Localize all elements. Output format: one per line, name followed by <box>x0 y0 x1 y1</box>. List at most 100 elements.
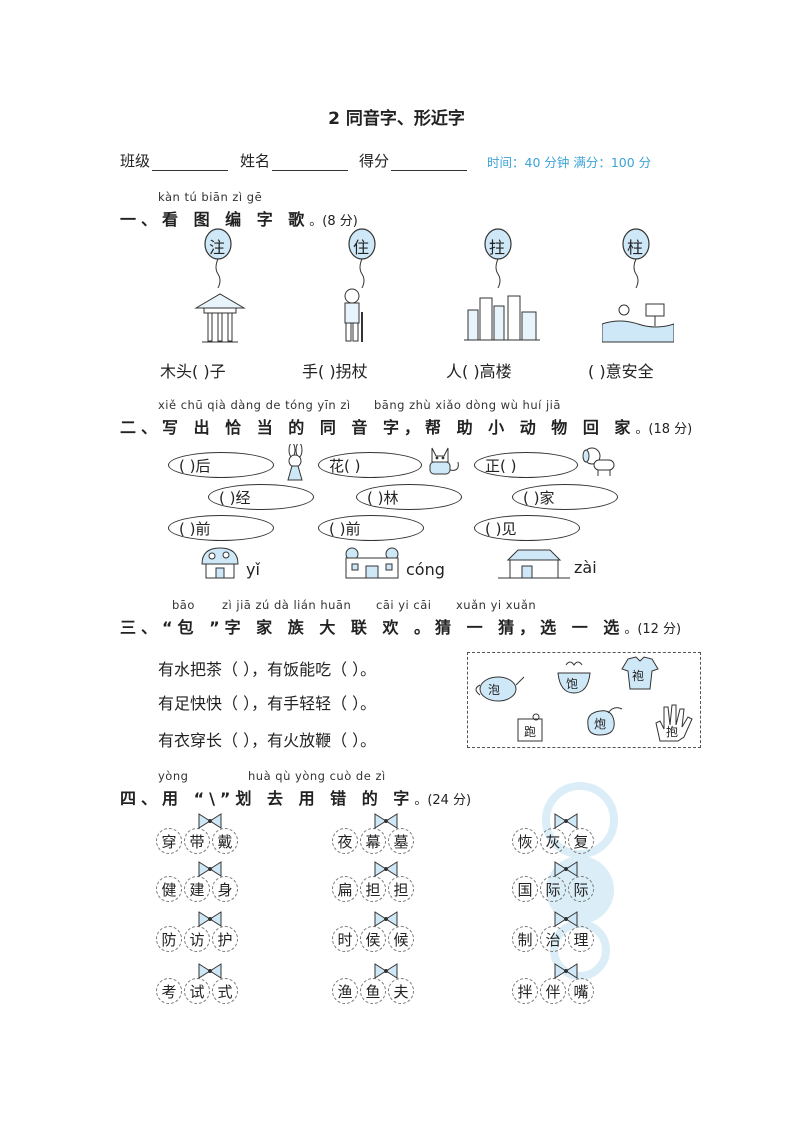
riverside-sign-icon <box>602 303 674 343</box>
char-group: 拌伴嘴 <box>512 963 594 1004</box>
robe-icon <box>621 656 659 690</box>
s2-heading: 二、写 出 恰 当 的 同 音 字，帮 助 小 动 物 回 家。(18 分) <box>120 418 693 437</box>
char-cell[interactable]: 灰 <box>540 828 566 854</box>
house-label: zài <box>574 558 597 577</box>
char-group: 制治理 <box>512 911 594 952</box>
oval-blank[interactable]: ( )家 <box>512 484 618 510</box>
char-cell[interactable]: 伴 <box>540 978 566 1004</box>
char-cell[interactable]: 带 <box>184 828 210 854</box>
s1-phrase: 木头( )子 <box>160 362 226 381</box>
class-blank[interactable] <box>152 154 229 171</box>
bow-icon <box>374 963 398 979</box>
oval-blank[interactable]: 正( ) <box>474 452 578 478</box>
char-cell[interactable]: 式 <box>212 978 238 1004</box>
score-blank[interactable] <box>391 154 468 171</box>
char-group: 恢灰复 <box>512 813 594 854</box>
running-icon <box>517 713 543 742</box>
bow-icon <box>554 963 578 979</box>
bow-icon <box>374 911 398 927</box>
char-cell[interactable]: 治 <box>540 926 566 952</box>
bow-icon <box>374 813 398 829</box>
choice-char[interactable]: 饱 <box>566 677 579 691</box>
char-cell[interactable]: 护 <box>212 926 238 952</box>
char-cell[interactable]: 访 <box>184 926 210 952</box>
house-label: yǐ <box>246 560 260 579</box>
char-cell[interactable]: 候 <box>388 926 414 952</box>
char-cell[interactable]: 试 <box>184 978 210 1004</box>
char-group: 健建身 <box>156 861 238 902</box>
char-cell[interactable]: 复 <box>568 828 594 854</box>
s3-heading: 三、“包 ”字 家 族 大 联 欢 。猜 一 猜，选 一 选。(12 分) <box>120 618 682 637</box>
char-cell[interactable]: 考 <box>156 978 182 1004</box>
char-cell[interactable]: 防 <box>156 926 182 952</box>
score-field: 得分 <box>359 150 468 171</box>
name-blank[interactable] <box>272 154 349 171</box>
oval-blank[interactable]: ( )见 <box>474 515 580 541</box>
char-cell[interactable]: 侯 <box>360 926 386 952</box>
s1-phrase: ( )意安全 <box>588 362 654 381</box>
char-cell[interactable]: 夜 <box>332 828 358 854</box>
bow-icon <box>554 813 578 829</box>
name-field: 姓名 <box>240 150 349 171</box>
char-cell[interactable]: 理 <box>568 926 594 952</box>
char-cell[interactable]: 墓 <box>388 828 414 854</box>
choice-char[interactable]: 袍 <box>632 669 645 683</box>
s1-pinyin: kàn tú biān zì gē <box>158 190 263 204</box>
class-field: 班级 <box>120 150 229 171</box>
char-cell[interactable]: 鱼 <box>360 978 386 1004</box>
char-cell[interactable]: 际 <box>568 876 594 902</box>
char-cell[interactable]: 幕 <box>360 828 386 854</box>
time-info: 时间：40 分钟 满分：100 分 <box>487 155 652 170</box>
char-cell[interactable]: 恢 <box>512 828 538 854</box>
balloon: 拄 <box>484 228 512 292</box>
char-cell[interactable]: 时 <box>332 926 358 952</box>
char-group: 渔鱼夫 <box>332 963 414 1004</box>
char-cell[interactable]: 担 <box>360 876 386 902</box>
mushroom-house-icon <box>201 547 239 579</box>
choice-char[interactable]: 炮 <box>594 717 607 731</box>
char-group: 穿带戴 <box>156 813 238 854</box>
s2-pinyin: bāng zhù xiǎo dòng wù huí jiā <box>374 398 561 412</box>
char-cell[interactable]: 国 <box>512 876 538 902</box>
oval-blank[interactable]: ( )后 <box>168 452 274 478</box>
oval-blank[interactable]: 花( ) <box>318 452 422 478</box>
char-cell[interactable]: 制 <box>512 926 538 952</box>
house-label: cóng <box>406 560 445 579</box>
s2-pinyin: xiě chū qià dàng de tóng yīn zì <box>158 398 351 412</box>
char-cell[interactable]: 身 <box>212 876 238 902</box>
char-cell[interactable]: 戴 <box>212 828 238 854</box>
s3-pinyin: zì jiā zú dà lián huān <box>222 598 352 612</box>
oval-blank[interactable]: ( )前 <box>168 515 274 541</box>
char-cell[interactable]: 建 <box>184 876 210 902</box>
char-cell[interactable]: 担 <box>388 876 414 902</box>
old-man-cane-icon <box>344 288 363 342</box>
rice-bowl-icon <box>557 661 591 694</box>
char-cell[interactable]: 穿 <box>156 828 182 854</box>
char-cell[interactable]: 拌 <box>512 978 538 1004</box>
char-cell[interactable]: 嘴 <box>568 978 594 1004</box>
choice-char[interactable]: 跑 <box>524 725 537 739</box>
balloon: 柱 <box>622 228 650 292</box>
firecracker-icon <box>587 707 623 736</box>
s4-heading: 四、用 “\”划 去 用 错 的 字。(24 分) <box>120 789 472 808</box>
bow-icon <box>198 911 222 927</box>
choice-char[interactable]: 泡 <box>488 683 501 697</box>
char-cell[interactable]: 健 <box>156 876 182 902</box>
roof-house-icon <box>498 549 570 579</box>
riddle-line: 有足快快（ ），有手轻轻（ ）。 <box>158 694 377 713</box>
char-cell[interactable]: 扁 <box>332 876 358 902</box>
oval-blank[interactable]: ( )林 <box>356 484 462 510</box>
oval-blank[interactable]: ( )经 <box>208 484 314 510</box>
s1-phrase: 手( )拐杖 <box>302 362 368 381</box>
char-group: 时侯候 <box>332 911 414 952</box>
char-cell[interactable]: 夫 <box>388 978 414 1004</box>
s3-pinyin: cāi yi cāi <box>376 598 432 612</box>
rabbit-icon <box>287 444 303 481</box>
char-cell[interactable]: 渔 <box>332 978 358 1004</box>
oval-blank[interactable]: ( )前 <box>318 515 424 541</box>
bow-icon <box>554 911 578 927</box>
char-group: 扁担担 <box>332 861 414 902</box>
char-cell[interactable]: 际 <box>540 876 566 902</box>
s4-pinyin: huà qù yòng cuò de zì <box>248 769 386 783</box>
choice-char[interactable]: 抱 <box>666 725 679 739</box>
